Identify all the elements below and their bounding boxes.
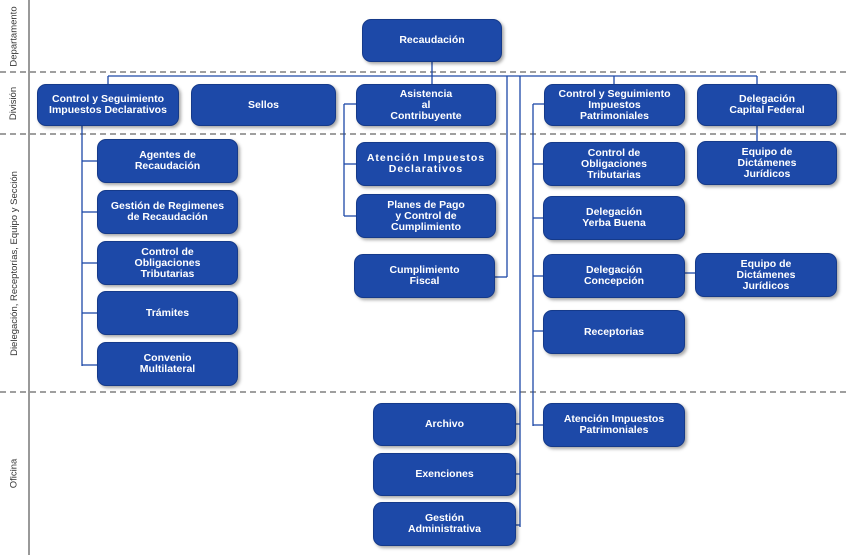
box-tramites: Trámites (97, 291, 238, 335)
band-label-oficina: Oficina (0, 392, 28, 555)
box-agentes-recaudacion: Agentes de Recaudación (97, 139, 238, 183)
box-archivo: Archivo (373, 403, 516, 446)
band-label-text: División (8, 86, 20, 120)
box-atencion-impuestos-patrimoniales: Atención Impuestos Patrimoniales (543, 403, 685, 447)
box-equipo-dictamenes-2: Equipo de Dictámenes Jurídicos (695, 253, 837, 297)
box-sellos: Sellos (191, 84, 336, 126)
box-delegacion-capital-federal: Delegación Capital Federal (697, 84, 837, 126)
band-label-division: División (0, 72, 28, 134)
box-control-obligaciones-2: Control de Obligaciones Tributarias (543, 142, 685, 186)
box-control-impuestos-declarativos: Control y Seguimiento Impuestos Declarat… (37, 84, 179, 126)
box-receptorias: Receptorias (543, 310, 685, 354)
box-delegacion-concepcion: Delegación Concepción (543, 254, 685, 298)
box-exenciones: Exenciones (373, 453, 516, 496)
box-planes-pago: Planes de Pago y Control de Cumplimiento (356, 194, 496, 238)
box-asistencia-contribuyente: Asistencia al Contribuyente (356, 84, 496, 126)
box-cumplimiento-fiscal: Cumplimiento Fiscal (354, 254, 495, 298)
box-control-obligaciones-1: Control de Obligaciones Tributarias (97, 241, 238, 285)
box-gestion-regimenes: Gestión de Regimenes de Recaudación (97, 190, 238, 234)
box-gestion-administrativa: Gestión Administrativa (373, 502, 516, 546)
box-control-impuestos-patrimoniales: Control y Seguimiento Impuestos Patrimon… (544, 84, 685, 126)
box-delegacion-yerba-buena: Delegación Yerba Buena (543, 196, 685, 240)
band-label-delegacion: Dielegación, Receptorías, Equipo y Secci… (0, 134, 28, 392)
box-atencion-impuestos-declarativos: Atención Impuestos Declarativos (356, 142, 496, 186)
box-equipo-dictamenes-1: Equipo de Dictámenes Jurídicos (697, 141, 837, 185)
band-label-departamento: Departamento (0, 0, 28, 72)
band-label-text: Dielegación, Receptorías, Equipo y Secci… (8, 170, 20, 356)
band-label-text: Departamento (8, 5, 20, 67)
box-convenio-multilateral: Convenio Multilateral (97, 342, 238, 386)
band-label-text: Oficina (8, 458, 20, 489)
box-recaudacion: Recaudación (362, 19, 502, 62)
